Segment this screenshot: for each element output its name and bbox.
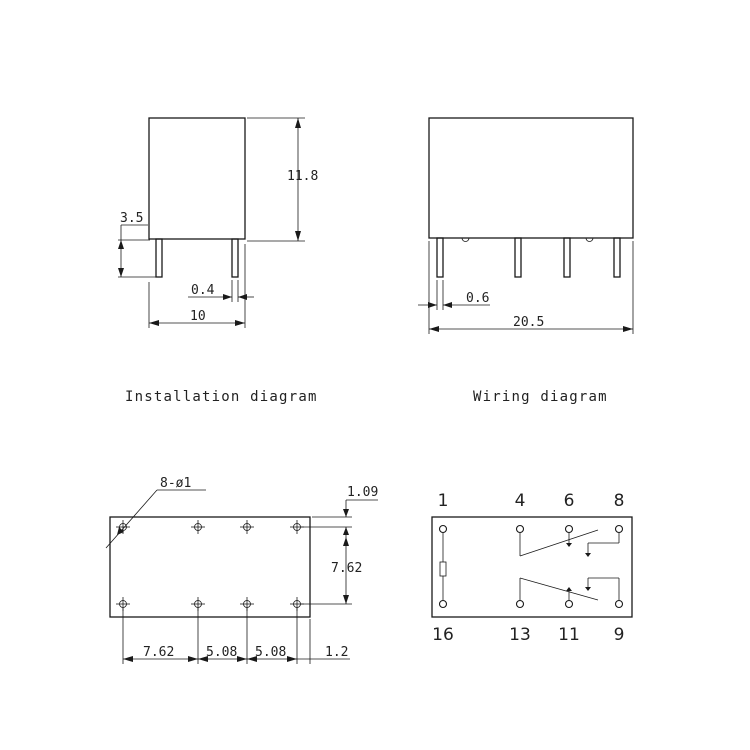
pin-number-1: 1 bbox=[438, 491, 449, 511]
front-view-body bbox=[428, 117, 634, 239]
front-view-pin-4 bbox=[613, 237, 621, 278]
side-view-body bbox=[148, 117, 246, 240]
pcb-col-label-3: 5.08 bbox=[255, 645, 286, 660]
wiring-pin-circle bbox=[438, 599, 448, 609]
pin-number-8: 8 bbox=[614, 491, 625, 511]
front-view-drawing: 0.6 20.5 bbox=[418, 117, 634, 334]
wiring-pin-circles bbox=[438, 524, 624, 609]
front-view-pin-1 bbox=[436, 237, 444, 278]
pin-number-16: 16 bbox=[432, 625, 454, 645]
front-view-length-label: 20.5 bbox=[513, 315, 544, 330]
pcb-hole bbox=[240, 520, 254, 534]
wiring-pin-circle bbox=[515, 599, 525, 609]
pcb-offset-label: 1.09 bbox=[347, 485, 378, 500]
front-view-pin-2 bbox=[514, 237, 522, 278]
pcb-layout-drawing: 8-ø1 1.09 7.62 7.62 5.08 5.08 1.2 bbox=[105, 476, 378, 664]
pcb-holes bbox=[116, 520, 304, 611]
pcb-outline bbox=[109, 516, 311, 618]
coil-symbol bbox=[439, 561, 447, 577]
side-view-pin-right bbox=[231, 238, 239, 278]
wiring-caption: Wiring diagram bbox=[473, 389, 608, 405]
front-view-pin-3 bbox=[563, 237, 571, 278]
wiring-schematic: 1 4 6 8 16 13 11 9 bbox=[431, 491, 633, 645]
pcb-hole bbox=[191, 520, 205, 534]
side-view-pin-left bbox=[155, 238, 163, 278]
front-view-pin-width-label: 0.6 bbox=[466, 291, 489, 306]
pin-number-4: 4 bbox=[515, 491, 526, 511]
side-view-drawing: 11.8 3.5 0.4 10 bbox=[118, 117, 318, 328]
pcb-col-label-1: 7.62 bbox=[143, 645, 174, 660]
side-view-pin-width-label: 0.4 bbox=[191, 283, 215, 298]
wiring-pin-circle bbox=[438, 524, 448, 534]
pcb-col-label-2: 5.08 bbox=[206, 645, 237, 660]
side-view-width-label: 10 bbox=[190, 309, 206, 324]
side-view-height-label: 11.8 bbox=[287, 169, 318, 184]
wiring-pin-circle bbox=[564, 599, 574, 609]
wiring-pin-circle bbox=[515, 524, 525, 534]
installation-caption: Installation diagram bbox=[125, 389, 318, 405]
pin-number-11: 11 bbox=[558, 625, 580, 645]
side-view-pin-length-label: 3.5 bbox=[120, 211, 143, 226]
pcb-col-label-4: 1.2 bbox=[325, 645, 348, 660]
pin-number-6: 6 bbox=[564, 491, 575, 511]
wiring-pin-circle bbox=[564, 524, 574, 534]
pcb-hole-label: 8-ø1 bbox=[160, 476, 191, 491]
pin-number-13: 13 bbox=[509, 625, 531, 645]
pin-number-9: 9 bbox=[614, 625, 625, 645]
wiring-pin-circle bbox=[614, 599, 624, 609]
pcb-row-pitch-label: 7.62 bbox=[331, 561, 362, 576]
wiring-pin-circle bbox=[614, 524, 624, 534]
wiring-outline bbox=[431, 516, 633, 618]
